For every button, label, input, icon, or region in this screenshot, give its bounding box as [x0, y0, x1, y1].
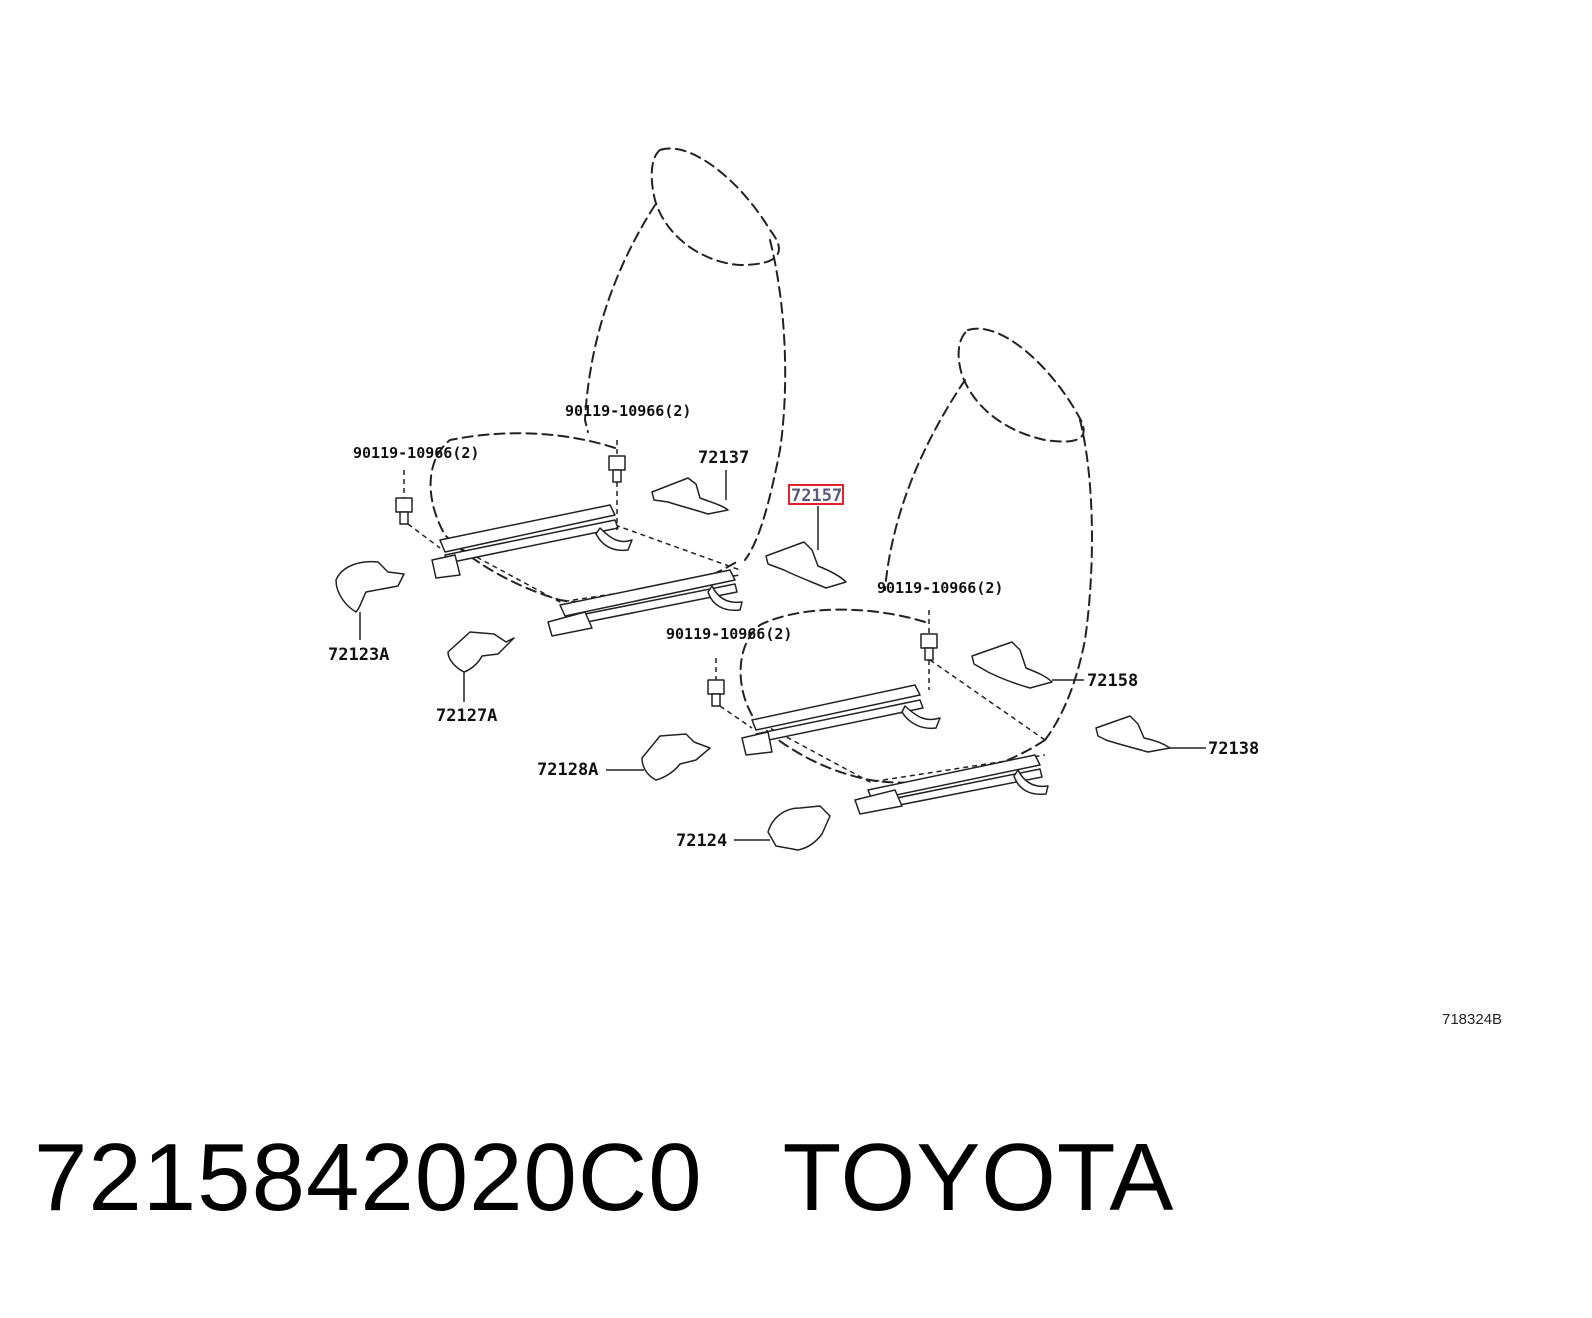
part-72124-icon[interactable] — [767, 805, 831, 851]
bolt-icon-left-top — [608, 455, 626, 483]
bolt-icon-left — [395, 497, 413, 525]
bolt-icon-right-left — [707, 679, 725, 707]
part-72157-icon[interactable] — [765, 541, 847, 589]
left-seat-rails — [431, 504, 743, 637]
part-72128a-icon[interactable] — [641, 733, 711, 781]
part-72123a-icon[interactable] — [335, 560, 405, 613]
label-72158[interactable]: 72158 — [1087, 671, 1138, 691]
part-72138-icon[interactable] — [1095, 715, 1171, 753]
label-72124[interactable]: 72124 — [676, 831, 727, 851]
label-72157[interactable]: 72157 — [791, 486, 842, 506]
brand-name: TOYOTA — [782, 1124, 1175, 1231]
diagram-code: 718324B — [1442, 1011, 1502, 1028]
label-72138[interactable]: 72138 — [1208, 739, 1259, 759]
part-72127a-icon[interactable] — [447, 631, 515, 673]
label-bolt-right-top: 90119-10966(2) — [877, 579, 1003, 597]
label-72137[interactable]: 72137 — [698, 448, 749, 468]
part-72158-icon[interactable] — [971, 641, 1053, 689]
highlight-box-72157 — [788, 484, 844, 505]
part-number: 7215842020C0 — [34, 1124, 703, 1231]
bolt-icon-right-top — [920, 633, 938, 661]
label-bolt-left: 90119-10966(2) — [353, 444, 479, 462]
label-72128a[interactable]: 72128A — [537, 760, 598, 780]
right-seat-rails — [741, 684, 1049, 815]
label-bolt-right-left: 90119-10966(2) — [666, 625, 792, 643]
label-72127a[interactable]: 72127A — [436, 706, 497, 726]
label-72123a[interactable]: 72123A — [328, 645, 389, 665]
part-72137-icon[interactable] — [651, 477, 729, 515]
label-bolt-top-left: 90119-10966(2) — [565, 402, 691, 420]
left-seat-outline — [429, 147, 787, 604]
